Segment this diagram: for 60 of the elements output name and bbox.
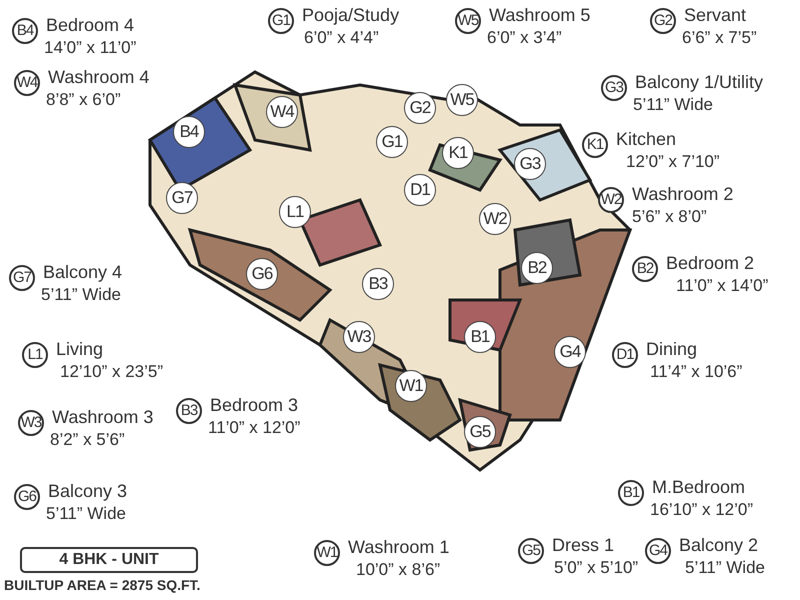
- room-dimension: 5’6” x 8’0”: [632, 207, 707, 227]
- callout-number: G6: [14, 484, 40, 510]
- room-name: Living: [56, 339, 104, 360]
- room-name: M.Bedroom: [652, 477, 746, 498]
- room-name: Servant: [684, 5, 746, 26]
- room-dimension: 8’2” x 5’6”: [50, 430, 125, 450]
- room-dimension: 6’0” x 4’4”: [304, 28, 379, 48]
- callout-number: K1: [582, 132, 608, 158]
- room-name: Bedroom 4: [46, 15, 134, 36]
- room-dimension: 12’0” x 7’10”: [626, 152, 720, 172]
- callout-number: W3: [18, 410, 44, 436]
- callout-number: B2: [632, 256, 658, 282]
- callout-number: G1: [268, 8, 294, 34]
- room-dimension: 6’0” x 3’4”: [487, 28, 562, 48]
- room-name: Dress 1: [552, 535, 614, 556]
- room-dimension: 6’6” x 7’5”: [682, 28, 757, 48]
- room-dimension: 11’4” x 10’6”: [650, 362, 742, 382]
- room-dimension: 5’11” Wide: [46, 504, 126, 524]
- room-marker: W5: [446, 84, 478, 116]
- room-name: Washroom 5: [489, 5, 590, 26]
- room-dimension: 14’0” x 11’0”: [44, 38, 136, 58]
- room-name: Balcony 1/Utility: [635, 72, 764, 93]
- callout-number: G7: [9, 265, 35, 291]
- room-dimension: 5’0” x 5’10”: [554, 558, 638, 578]
- room-name: Washroom 1: [348, 537, 450, 558]
- callout-number: L1: [22, 342, 48, 368]
- callout-number: W1: [314, 540, 340, 566]
- room-dimension: 11’0” x 12’0”: [208, 418, 300, 438]
- callout-number: G3: [601, 75, 627, 101]
- callout-number: W5: [455, 8, 481, 34]
- room-name: Balcony 2: [679, 535, 758, 556]
- room-name: Washroom 4: [48, 67, 150, 88]
- area-note: BUILTUP AREA = 2875 SQ.FT.: [4, 577, 200, 593]
- callout-number: B1: [618, 480, 644, 506]
- room-name: Pooja/Study: [302, 5, 400, 26]
- room-name: Washroom 3: [52, 407, 154, 428]
- callout-number: G4: [645, 538, 671, 564]
- room-name: Balcony 4: [43, 262, 122, 283]
- callout-number: G2: [650, 8, 676, 34]
- room-dimension: 5’11” Wide: [41, 285, 121, 305]
- room-dimension: 12’10” x 23’5”: [60, 362, 164, 382]
- room-dimension: 5’11” Wide: [633, 95, 713, 115]
- callout-number: W4: [14, 70, 40, 96]
- room-dimension: 16’10” x 12’0”: [650, 500, 754, 520]
- room-name: Kitchen: [616, 129, 676, 150]
- callout-number: B4: [12, 18, 38, 44]
- room-dimension: 5’11” Wide: [685, 558, 765, 578]
- room-dimension: 10’0” x 8’6”: [356, 560, 440, 580]
- callout-number: B3: [176, 398, 202, 424]
- room-name: Washroom 2: [632, 184, 734, 205]
- room-name: Balcony 3: [48, 481, 128, 502]
- callout-number: W2: [598, 187, 624, 213]
- callout-number: G5: [518, 538, 544, 564]
- room-name: Bedroom 3: [210, 395, 298, 416]
- unit-title: 4 BHK - UNIT: [20, 547, 198, 573]
- callout-number: D1: [612, 342, 638, 368]
- room-dimension: 8’8” x 6’0”: [46, 90, 121, 110]
- room-dimension: 11’0” x 14’0”: [676, 276, 768, 296]
- room-name: Dining: [646, 339, 698, 360]
- room-name: Bedroom 2: [666, 253, 754, 274]
